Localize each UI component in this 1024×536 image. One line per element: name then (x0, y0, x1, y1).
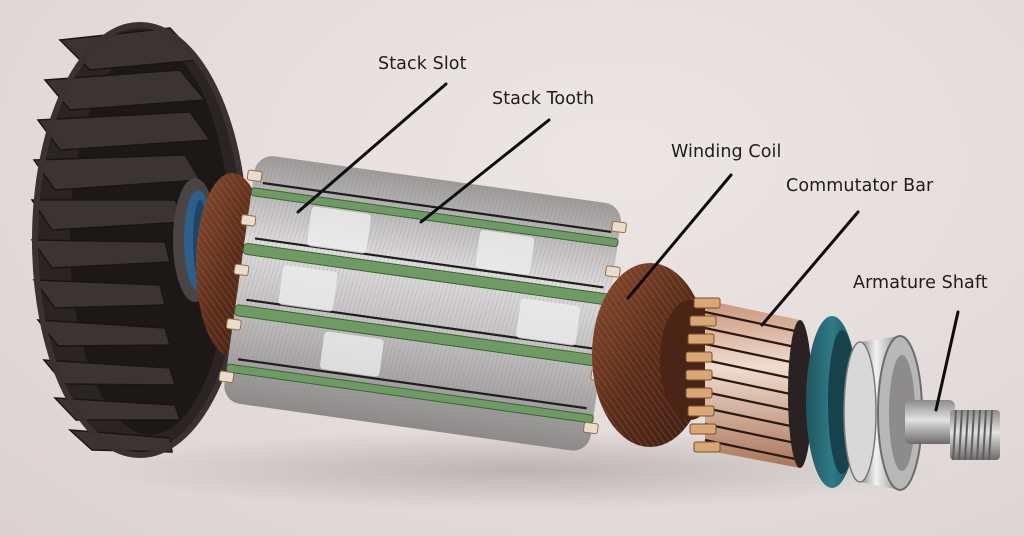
cooling-fan (30, 22, 248, 458)
label-winding-coil: Winding Coil (671, 142, 782, 162)
leader-line-winding-coil (626, 173, 733, 300)
leader-line-commutator-bar (760, 210, 860, 327)
laminated-stack (218, 156, 627, 451)
armature-shaft (905, 400, 1000, 461)
leader-line-stack-tooth (419, 118, 551, 224)
leader-line-stack-slot (296, 82, 448, 214)
label-stack-tooth: Stack Tooth (492, 89, 595, 109)
leader-lines (296, 82, 960, 412)
label-stack-slot: Stack Slot (378, 54, 467, 74)
label-armature-shaft: Armature Shaft (853, 273, 988, 293)
commutator (685, 297, 812, 468)
label-commutator-bar: Commutator Bar (786, 176, 934, 196)
leader-line-armature-shaft (934, 310, 960, 412)
